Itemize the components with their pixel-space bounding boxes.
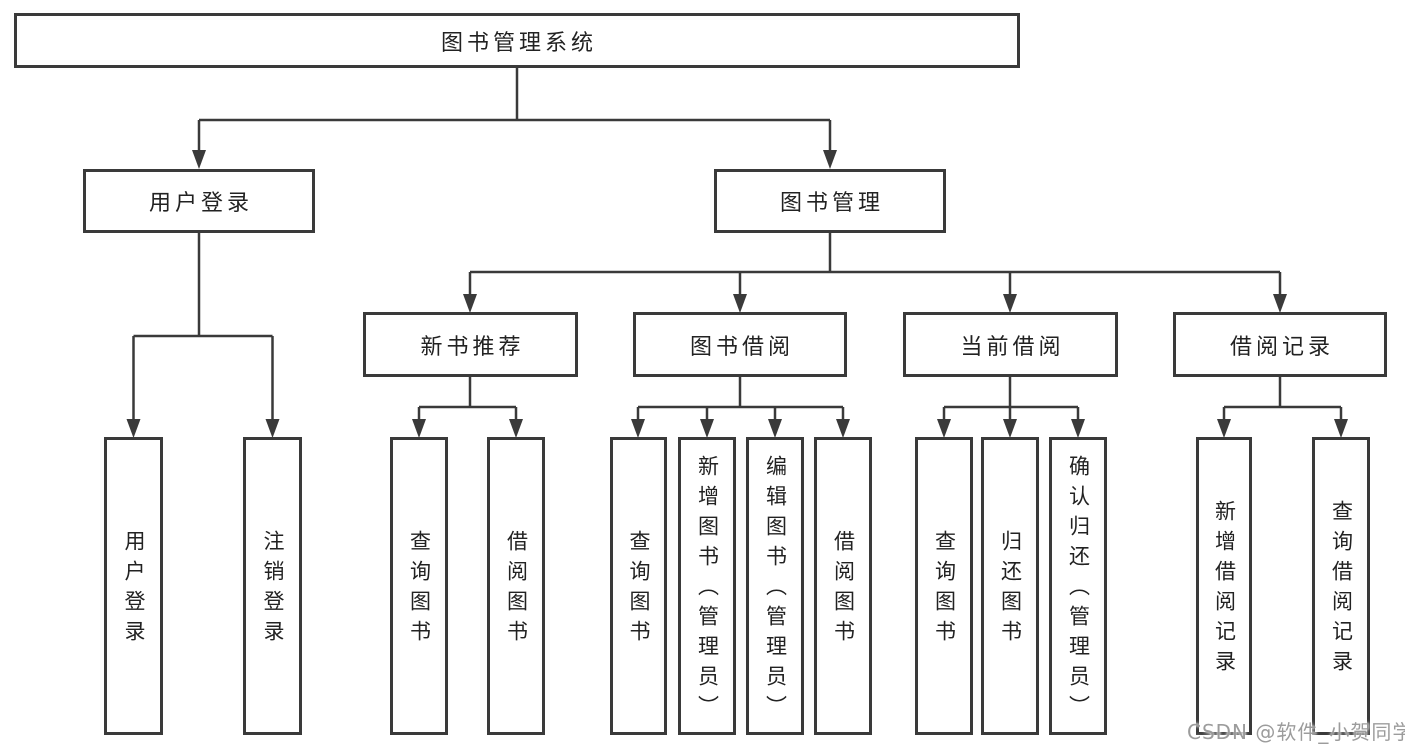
connector-book-management [468, 233, 1282, 300]
node-book-management: 图书管理 [714, 169, 946, 233]
leaf-confirm-return-admin: 确认归还（管理员） [1049, 437, 1107, 735]
node-label: 用户登录 [148, 191, 253, 216]
node-book-borrow: 图书借阅 [633, 312, 847, 377]
leaf-add-borrow-record: 新增借阅记录 [1196, 437, 1252, 735]
node-current-borrow: 当前借阅 [903, 312, 1118, 377]
node-label: 查询图书 [932, 530, 957, 650]
connector-root [197, 68, 832, 158]
leaf-add-books-admin: 新增图书（管理员） [678, 437, 736, 735]
node-label: 查询图书 [407, 530, 432, 650]
connector-book-borrow [636, 377, 845, 426]
node-borrow-record: 借阅记录 [1173, 312, 1387, 377]
node-label: 查询图书 [627, 530, 651, 650]
leaf-return-books: 归还图书 [981, 437, 1039, 735]
node-label: 图书管理系统 [440, 30, 597, 56]
leaf-query-books-current: 查询图书 [915, 437, 973, 735]
node-label: 归还图书 [998, 530, 1023, 650]
leaf-user-login: 用户登录 [104, 437, 163, 735]
leaf-query-borrow-record: 查询借阅记录 [1312, 437, 1370, 735]
leaf-query-books-recommend: 查询图书 [390, 437, 448, 735]
node-label: 借阅记录 [1229, 334, 1334, 360]
connector-user-login [132, 233, 274, 426]
node-label: 用户登录 [122, 530, 146, 650]
node-label: 新增图书（管理员） [695, 455, 720, 725]
node-label: 借阅图书 [504, 530, 529, 650]
leaf-logout: 注销登录 [243, 437, 302, 735]
leaf-borrow-books-recommend: 借阅图书 [487, 437, 545, 735]
node-label: 新增借阅记录 [1212, 500, 1237, 680]
leaf-borrow-books: 借阅图书 [814, 437, 872, 735]
node-label: 新书推荐 [420, 334, 525, 360]
node-label: 注销登录 [261, 530, 285, 650]
node-label: 借阅图书 [831, 530, 856, 650]
node-label: 编辑图书（管理员） [763, 455, 788, 725]
node-label: 图书借阅 [689, 334, 794, 360]
connector-current-borrow [942, 377, 1080, 426]
node-user-login: 用户登录 [83, 169, 315, 233]
node-label: 当前借阅 [960, 334, 1065, 360]
node-label: 确认归还（管理员） [1066, 455, 1091, 725]
node-label: 图书管理 [779, 191, 884, 216]
connector-borrow-record [1222, 377, 1343, 426]
node-new-book-recommend: 新书推荐 [363, 312, 578, 377]
csdn-watermark: CSDN @软件_小贺同学 [1187, 720, 1405, 744]
leaf-query-books-borrow: 查询图书 [610, 437, 667, 735]
arrowheads [126, 150, 1348, 438]
node-label: 查询借阅记录 [1329, 500, 1354, 680]
connector-new-book-recommend [417, 377, 518, 426]
leaf-edit-books-admin: 编辑图书（管理员） [746, 437, 804, 735]
node-library-management-system: 图书管理系统 [14, 13, 1020, 68]
